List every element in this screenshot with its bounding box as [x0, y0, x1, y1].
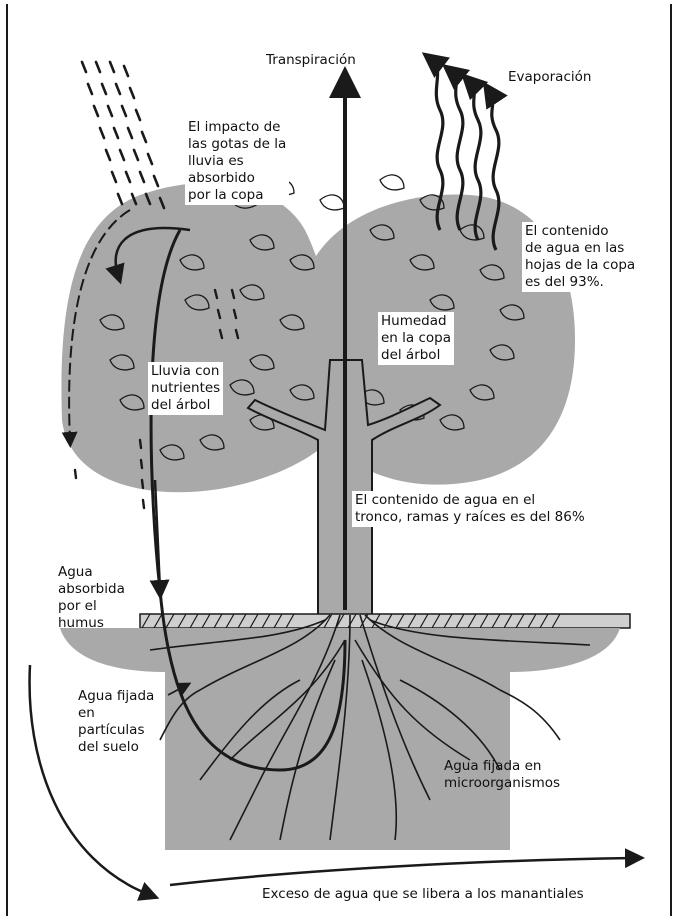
- label-exceso-manantiales: Exceso de agua que se libera a los manan…: [262, 886, 584, 903]
- label-impacto-lluvia: El impacto de las gotas de la lluvia es …: [185, 118, 289, 205]
- canopy-shade: [61, 183, 330, 492]
- label-humus: Agua absorbida por el humus: [58, 564, 125, 632]
- label-lluvia-nutrientes: Lluvia con nutrientes del árbol: [148, 362, 223, 415]
- label-humedad-copa: Humedad en la copa del árbol: [378, 312, 454, 365]
- label-contenido-tronco: El contenido de agua en el tronco, ramas…: [352, 491, 588, 527]
- label-microorganismos: Agua fijada en microorganismos: [444, 758, 560, 792]
- label-contenido-copa: El contenido de agua en las hojas de la …: [522, 222, 638, 292]
- label-evaporacion: Evaporación: [508, 69, 591, 86]
- label-transpiracion: Transpiración: [266, 52, 356, 69]
- manantiales-arrow: [170, 858, 635, 885]
- rain-drops: [82, 62, 164, 208]
- label-particulas-suelo: Agua fijada en partículas del suelo: [78, 688, 154, 756]
